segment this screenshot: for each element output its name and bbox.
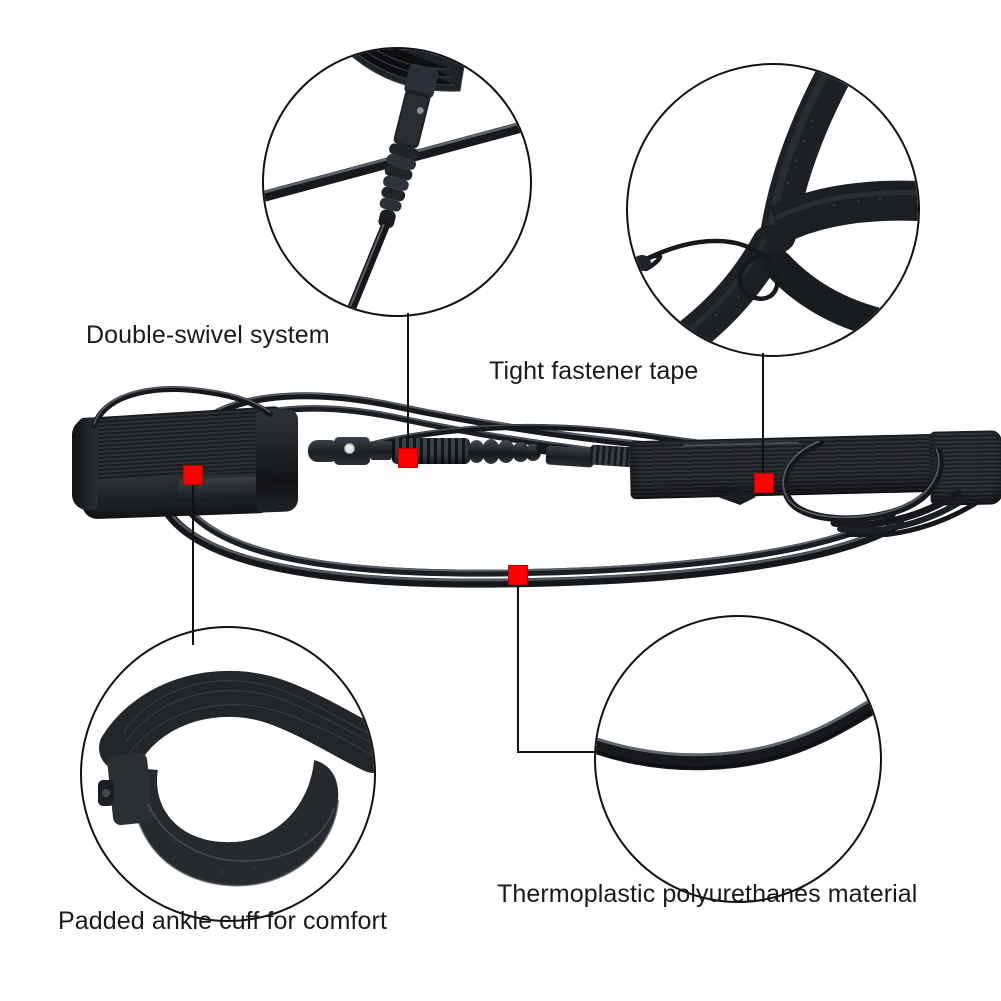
- product-photo-leash: [70, 380, 1001, 610]
- marker-ankle-cuff: [183, 465, 203, 485]
- label-thermoplastic-material: Thermoplastic polyurethanes material: [497, 880, 918, 908]
- rail-saver-cord-loop: [697, 439, 944, 523]
- callout-circle-double-swivel: [262, 47, 532, 317]
- leader-line-tpu-cord-horizontal: [517, 751, 603, 753]
- leader-line-double-swivel: [407, 313, 409, 452]
- leader-line-ankle-cuff: [192, 485, 194, 645]
- rail-saver-cord-bundle: [830, 489, 979, 537]
- swivel-eye-hole: [344, 443, 355, 454]
- callout-circle-fastener-tape: [626, 63, 920, 357]
- ankle-cuff-left: [70, 386, 305, 535]
- label-tight-fastener-tape: Tight fastener tape: [489, 357, 699, 385]
- callout-circle-tpu-cord: [594, 615, 882, 903]
- swivel-rib-3: [497, 440, 515, 463]
- tpu-cord-zoom-art: [596, 692, 880, 771]
- marker-double-swivel: [398, 448, 418, 468]
- swivel-second-cluster: [468, 436, 542, 466]
- callout-circle-ankle-cuff: [80, 626, 376, 922]
- leader-line-tpu-cord-vertical: [517, 583, 519, 753]
- swivel-shaft: [370, 441, 392, 460]
- leader-line-fastener-tape: [762, 353, 764, 477]
- swivel-eye-housing: [308, 440, 336, 462]
- callout-fastener-tape-art: [628, 65, 918, 355]
- leash-cord-lower-loop: [100, 465, 930, 595]
- label-double-swivel-system: Double-swivel system: [86, 321, 330, 349]
- callout-double-swivel-art: [264, 49, 530, 315]
- swivel-rib-4: [512, 442, 529, 462]
- swivel-rib-1: [468, 440, 485, 463]
- marker-fastener-tape: [754, 473, 774, 493]
- cuff-left-end: [72, 417, 98, 511]
- cord-svg-lower: [157, 491, 905, 588]
- swivel-rib-2: [482, 439, 500, 464]
- marker-tpu-cord: [508, 565, 528, 585]
- swivel-zoom-art: [264, 49, 530, 315]
- fastener-zoom-art: [633, 65, 918, 355]
- ankle-cuff-zoom-art: [98, 670, 374, 887]
- cuff-cord-loop: [91, 386, 273, 429]
- double-swivel-assembly: [308, 428, 571, 476]
- rail-saver-strap: [629, 425, 1001, 537]
- inline-swivel-body: [545, 445, 595, 468]
- label-padded-ankle-cuff: Padded ankle cuff for comfort: [58, 907, 388, 935]
- callout-ankle-cuff-art: [82, 628, 374, 920]
- callout-tpu-cord-art: [596, 617, 880, 901]
